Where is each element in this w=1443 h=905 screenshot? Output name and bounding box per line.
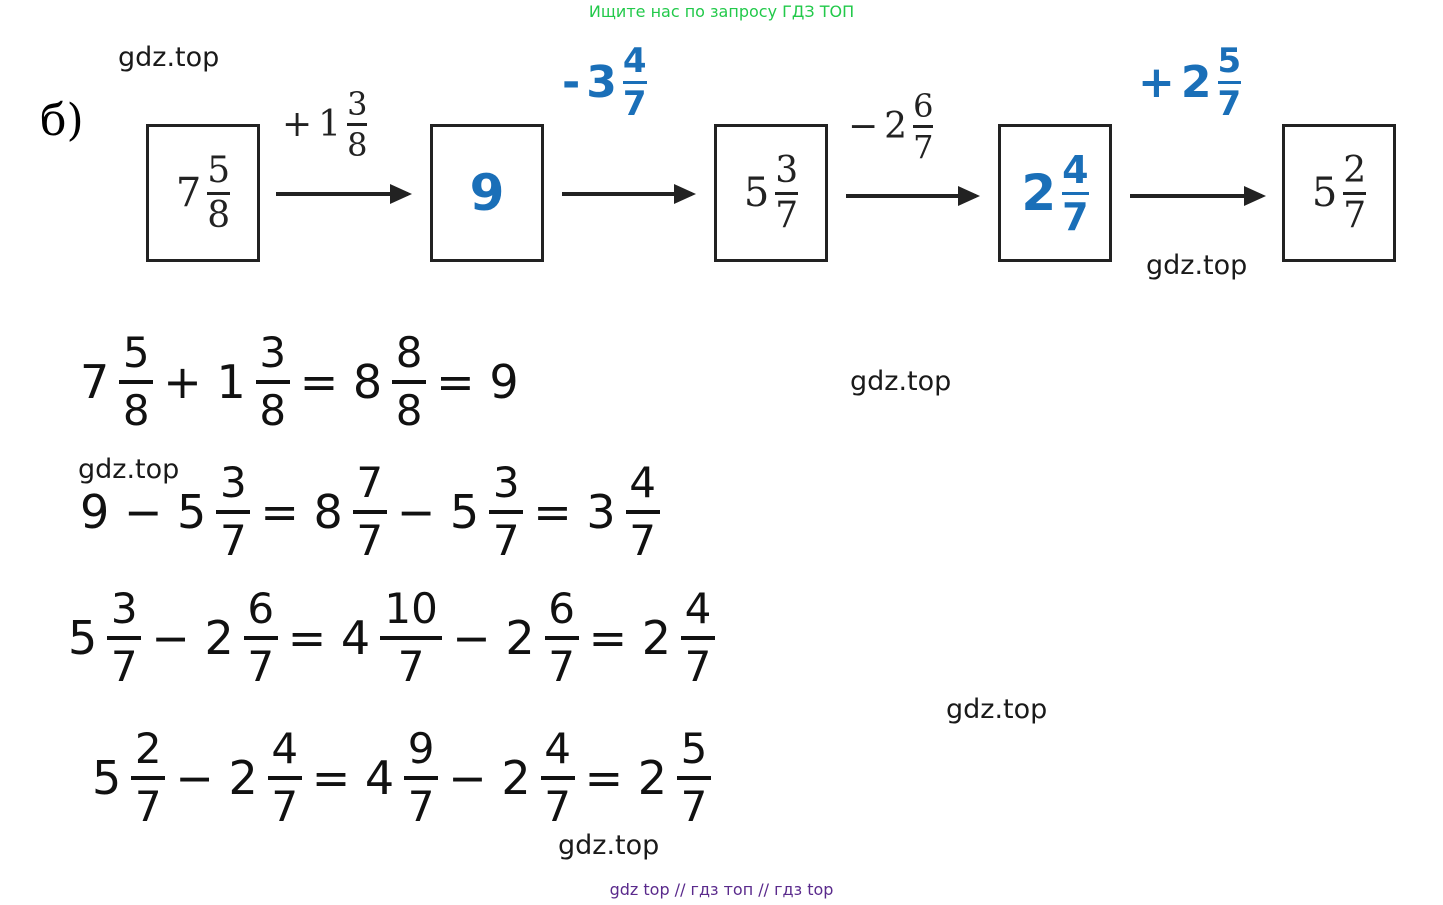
numerator: 4	[1062, 147, 1089, 192]
watermark: gdz.top	[118, 42, 220, 73]
denominator: 7	[134, 782, 162, 831]
numerator: 4	[544, 724, 571, 773]
numerator: 3	[492, 458, 520, 507]
numerator: 2	[134, 724, 162, 773]
numerator: 6	[548, 584, 575, 633]
denominator: 7	[397, 642, 425, 691]
numerator: 9	[407, 724, 435, 773]
denominator: 7	[271, 782, 299, 831]
denominator: 7	[548, 642, 575, 691]
numerator: 6	[247, 584, 275, 633]
denominator: 8	[207, 194, 231, 236]
numerator: 4	[684, 584, 712, 633]
numerator: 7	[356, 458, 384, 507]
numerator: 5	[680, 724, 708, 773]
denominator: 7	[356, 516, 384, 565]
denominator: 7	[1062, 194, 1089, 239]
numerator: 5	[207, 149, 231, 191]
denominator: 7	[544, 782, 571, 831]
denominator: 8	[259, 386, 287, 435]
watermark: gdz.top	[1146, 250, 1248, 281]
task-label: б)	[40, 95, 84, 146]
whole-part: 5	[1311, 170, 1338, 216]
numerator: 5	[122, 328, 150, 377]
denominator: 7	[492, 516, 520, 565]
chain-box-2: 9	[430, 124, 544, 262]
denominator: 8	[395, 386, 423, 435]
arrow	[276, 184, 412, 204]
numerator: 8	[395, 328, 423, 377]
denominator: 7	[775, 194, 799, 236]
numerator: 10	[384, 584, 438, 633]
whole-part: 2	[1021, 164, 1057, 222]
denominator: 7	[110, 642, 138, 691]
denominator: 7	[407, 782, 435, 831]
whole-part: 5	[743, 170, 770, 216]
denominator: 8	[122, 386, 150, 435]
numerator: 3	[110, 584, 138, 633]
denominator: 7	[247, 642, 275, 691]
arrow	[562, 184, 696, 204]
numerator: 3	[259, 328, 287, 377]
denominator: 7	[219, 516, 247, 565]
denominator: 7	[684, 642, 712, 691]
numerator: 3	[219, 458, 247, 507]
arrow	[1130, 186, 1266, 206]
whole-part: 7	[175, 170, 202, 216]
numerator: 3	[775, 149, 799, 191]
watermark: gdz.top	[946, 694, 1048, 725]
top-banner: Ищите нас по запросу ГДЗ ТОП	[588, 2, 855, 21]
answer-value: 9	[469, 164, 505, 222]
numerator: 4	[629, 458, 656, 507]
denominator: 7	[1343, 194, 1367, 236]
watermark: gdz.top	[850, 366, 952, 397]
numerator: 2	[1343, 149, 1367, 191]
bottom-banner: gdz top // гдз топ // гдз top	[609, 880, 834, 899]
numerator: 4	[271, 724, 299, 773]
denominator: 7	[629, 516, 656, 565]
denominator: 7	[680, 782, 708, 831]
watermark: gdz.top	[558, 830, 660, 861]
watermark: gdz.top	[78, 454, 180, 485]
arrow	[846, 186, 980, 206]
